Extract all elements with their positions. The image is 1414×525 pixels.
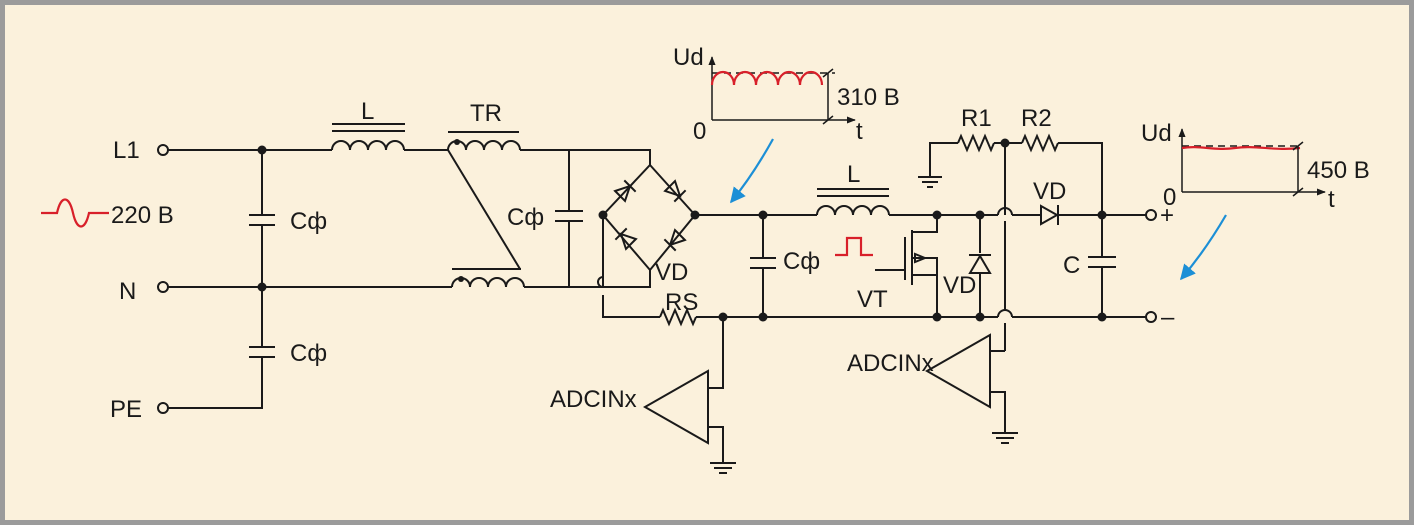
output-capacitor bbox=[1088, 215, 1116, 317]
label-pe: PE bbox=[110, 396, 142, 423]
graph2-origin: 0 bbox=[1163, 184, 1176, 211]
label-transformer: TR bbox=[470, 100, 502, 127]
label-cap-1: Сф bbox=[290, 208, 327, 235]
graph2-x-axis: t bbox=[1328, 186, 1335, 213]
label-r2: R2 bbox=[1021, 105, 1052, 132]
label-r1: R1 bbox=[961, 105, 992, 132]
terminal-minus bbox=[1145, 311, 1157, 323]
sine-wave-icon bbox=[41, 198, 109, 228]
graph1-level: 310 В bbox=[837, 84, 900, 111]
label-minus: – bbox=[1161, 304, 1175, 331]
terminal-n bbox=[157, 281, 169, 293]
flow-arrow-icon bbox=[1179, 214, 1227, 281]
boost-diode bbox=[1040, 204, 1060, 226]
label-plus: + bbox=[1160, 202, 1174, 229]
filter-capacitor-3 bbox=[555, 150, 583, 287]
boost-stage bbox=[597, 133, 1157, 351]
graph2-level: 450 В bbox=[1307, 157, 1370, 184]
label-bridge-diode: VD bbox=[655, 259, 688, 286]
label-n: N bbox=[119, 278, 136, 305]
input-section bbox=[157, 123, 651, 414]
rectified-voltage-graph bbox=[708, 56, 856, 125]
gate-pulse-icon bbox=[835, 236, 873, 257]
label-inductor-2: L bbox=[847, 161, 860, 188]
label-boost-diode: VD bbox=[1033, 178, 1066, 205]
input-inductor bbox=[331, 123, 405, 151]
transistor-vt bbox=[875, 215, 938, 317]
output-voltage-graph bbox=[1178, 128, 1326, 197]
boost-inductor bbox=[816, 188, 890, 216]
filter-capacitor-1 bbox=[249, 214, 275, 226]
label-cap-4: Сф bbox=[783, 248, 820, 275]
label-cap-3: Сф bbox=[507, 204, 544, 231]
label-l1: L1 bbox=[113, 137, 140, 164]
terminal-pe bbox=[157, 402, 169, 414]
flow-arrow-icon bbox=[730, 138, 774, 204]
label-output-cap: C bbox=[1063, 252, 1080, 279]
bus-capacitor bbox=[750, 215, 776, 317]
diode-bridge bbox=[598, 163, 700, 272]
terminal-plus bbox=[1145, 209, 1157, 221]
pfc-schematic: L1 N PE 220 В Сф Сф L TR Сф VD RS Сф L V… bbox=[41, 44, 1370, 474]
voltage-divider bbox=[918, 133, 1103, 351]
current-comparator bbox=[642, 317, 736, 474]
freewheel-diode bbox=[968, 215, 992, 317]
label-freewheel-diode: VD bbox=[943, 272, 976, 299]
shunt-resistor bbox=[659, 307, 697, 327]
graph1-origin: 0 bbox=[693, 118, 706, 145]
filter-capacitor-2 bbox=[249, 346, 275, 358]
label-cap-2: Сф bbox=[290, 340, 327, 367]
label-shunt: RS bbox=[665, 289, 698, 316]
label-comparator-current: ADCINx bbox=[550, 386, 637, 413]
common-mode-choke bbox=[447, 131, 525, 288]
label-transistor: VT bbox=[857, 286, 888, 313]
label-source-voltage: 220 В bbox=[111, 202, 174, 229]
graph2-y-axis: Ud bbox=[1141, 120, 1172, 147]
graph1-x-axis: t bbox=[856, 118, 863, 145]
label-inductor-1: L bbox=[361, 98, 374, 125]
voltage-comparator bbox=[924, 333, 1018, 444]
graph1-y-axis: Ud bbox=[673, 44, 704, 71]
terminal-l1 bbox=[157, 144, 169, 156]
label-comparator-voltage: ADCINx bbox=[847, 350, 934, 377]
